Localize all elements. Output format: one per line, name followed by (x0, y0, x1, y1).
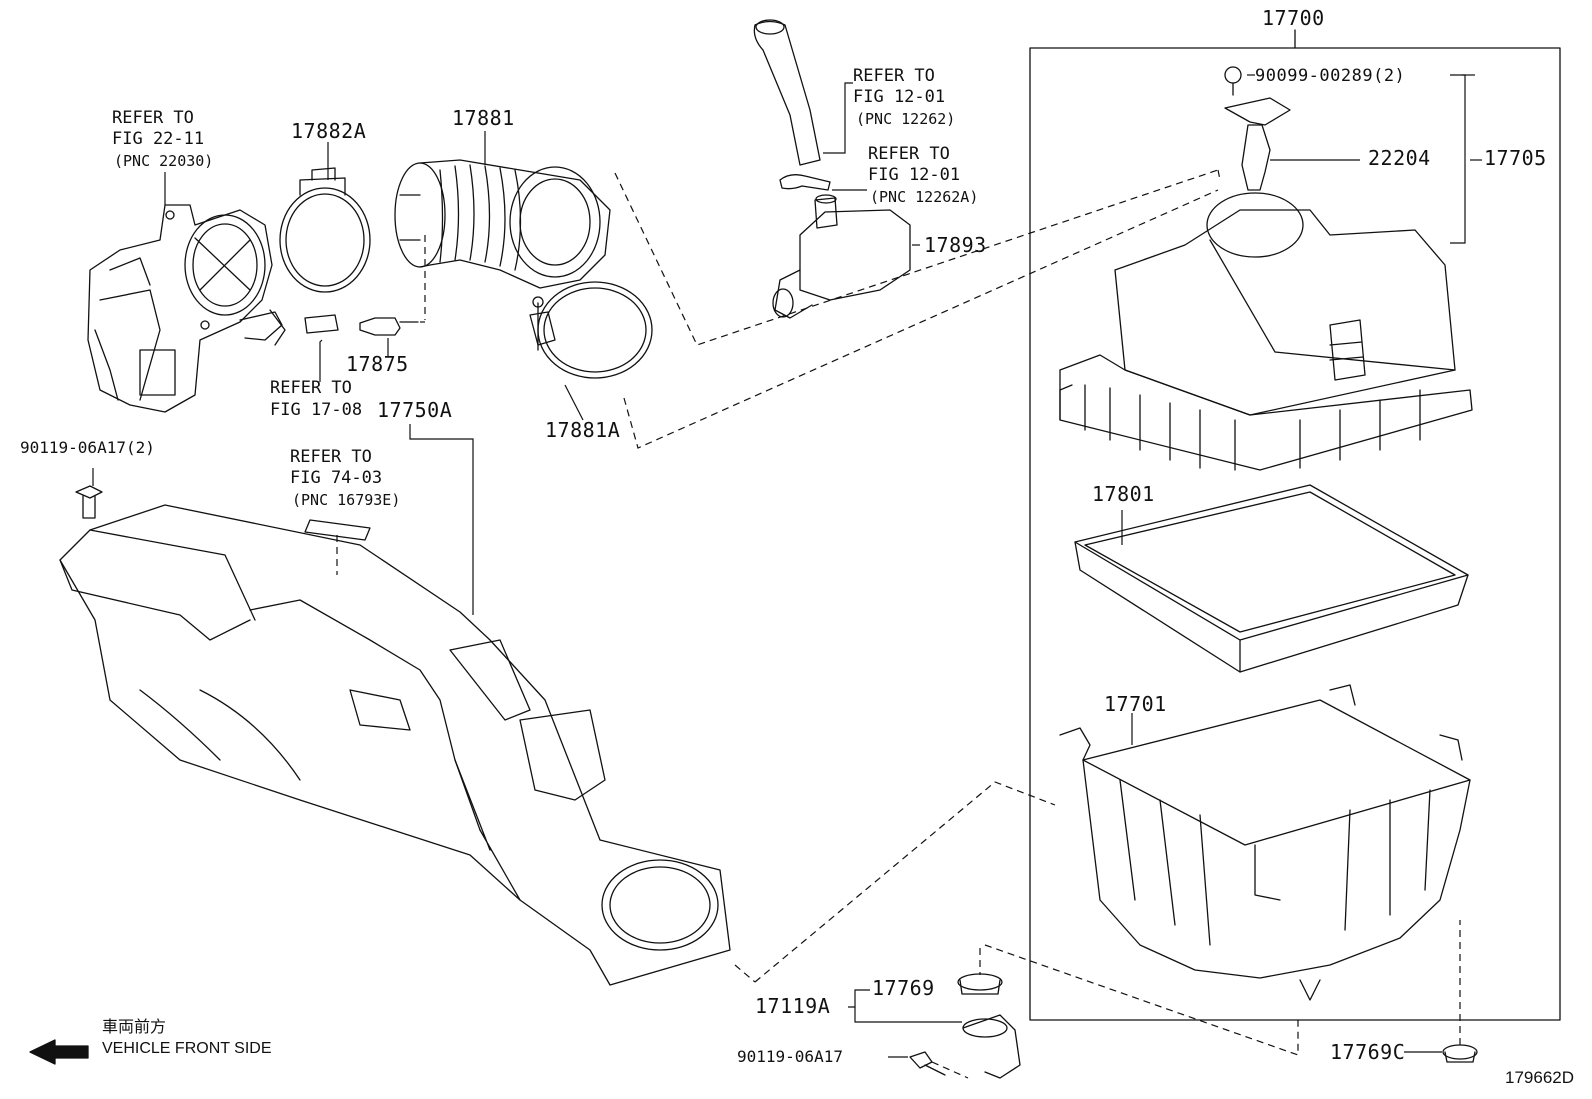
air-cleaner-case-drawing (1060, 685, 1470, 1000)
inlet-duct-drawing (60, 505, 730, 985)
air-filter-element-drawing (1075, 485, 1468, 672)
part-number-17875: 17875 (346, 352, 409, 376)
part-number-17882a: 17882A (291, 119, 367, 143)
breather-hose-drawing (754, 20, 820, 165)
dashed-link-lines (337, 170, 1460, 1078)
vehicle-front-label-jp: 車両前方 (102, 1019, 167, 1036)
reference-line-1: REFER TO (290, 447, 372, 467)
air-cleaner-cap-drawing (1060, 193, 1472, 470)
hose-clip-drawing (780, 175, 830, 190)
part-number-22204: 22204 (1368, 146, 1431, 170)
part-number-17750a: 17750A (377, 398, 453, 422)
part-number-17705: 17705 (1484, 146, 1547, 170)
part-number-17801: 17801 (1092, 482, 1155, 506)
leader-lines (93, 75, 1482, 1057)
reference-line-1: REFER TO (853, 66, 935, 86)
hose-clamp-17881a-drawing (530, 282, 652, 378)
throttle-body-drawing (88, 205, 285, 412)
reference-line-1: REFER TO (112, 108, 194, 128)
reference-line-1: REFER TO (270, 378, 352, 398)
part-number-17893: 17893 (924, 233, 987, 257)
part-number-90099-00289: 90099-00289(2) (1255, 66, 1406, 86)
reference-line-2: FIG 74-03 (290, 468, 383, 488)
grommet-17769-drawing (958, 974, 1002, 994)
part-number-17881a: 17881A (545, 418, 621, 442)
airflow-sensor-drawing (1225, 67, 1290, 190)
bolt-upper-drawing (76, 486, 102, 518)
part-number-17700: 17700 (1262, 6, 1325, 30)
vacuum-hose-drawing (305, 315, 418, 335)
part-number-90119-06a17-x2: 90119-06A17(2) (20, 438, 155, 457)
grommet-17769c-drawing (1443, 1045, 1477, 1062)
reference-line-2: FIG 22-11 (112, 129, 205, 149)
resonator-17893-drawing (773, 195, 910, 318)
reference-line-2: FIG 12-01 (868, 165, 961, 185)
part-number-17119a: 17119A (755, 994, 831, 1018)
front-direction-arrow (30, 1040, 88, 1064)
reference-line-3: (PNC 16793E) (292, 491, 401, 509)
reference-line-3: (PNC 12262) (856, 110, 956, 128)
bracket-17119a-drawing (963, 1015, 1020, 1078)
part-number-17769c: 17769C (1330, 1040, 1406, 1064)
intake-hose-17881-drawing (395, 160, 610, 288)
vehicle-front-label-en: VEHICLE FRONT SIDE (102, 1040, 272, 1057)
part-number-17769: 17769 (872, 976, 935, 1000)
hose-clamp-17882a-drawing (280, 168, 370, 292)
reference-line-2: FIG 17-08 (270, 400, 363, 420)
part-number-90119-06a17: 90119-06A17 (737, 1047, 843, 1066)
bolt-lower-drawing (910, 1052, 945, 1075)
figure-id: 179662D (1505, 1068, 1575, 1087)
reference-line-2: FIG 12-01 (853, 87, 946, 107)
reference-line-3: (PNC 22030) (114, 152, 214, 170)
assembly-frame (1030, 30, 1560, 1020)
reference-line-1: REFER TO (868, 144, 950, 164)
part-number-17881: 17881 (452, 106, 515, 130)
reference-line-3: (PNC 12262A) (870, 188, 979, 206)
part-number-17701: 17701 (1104, 692, 1167, 716)
